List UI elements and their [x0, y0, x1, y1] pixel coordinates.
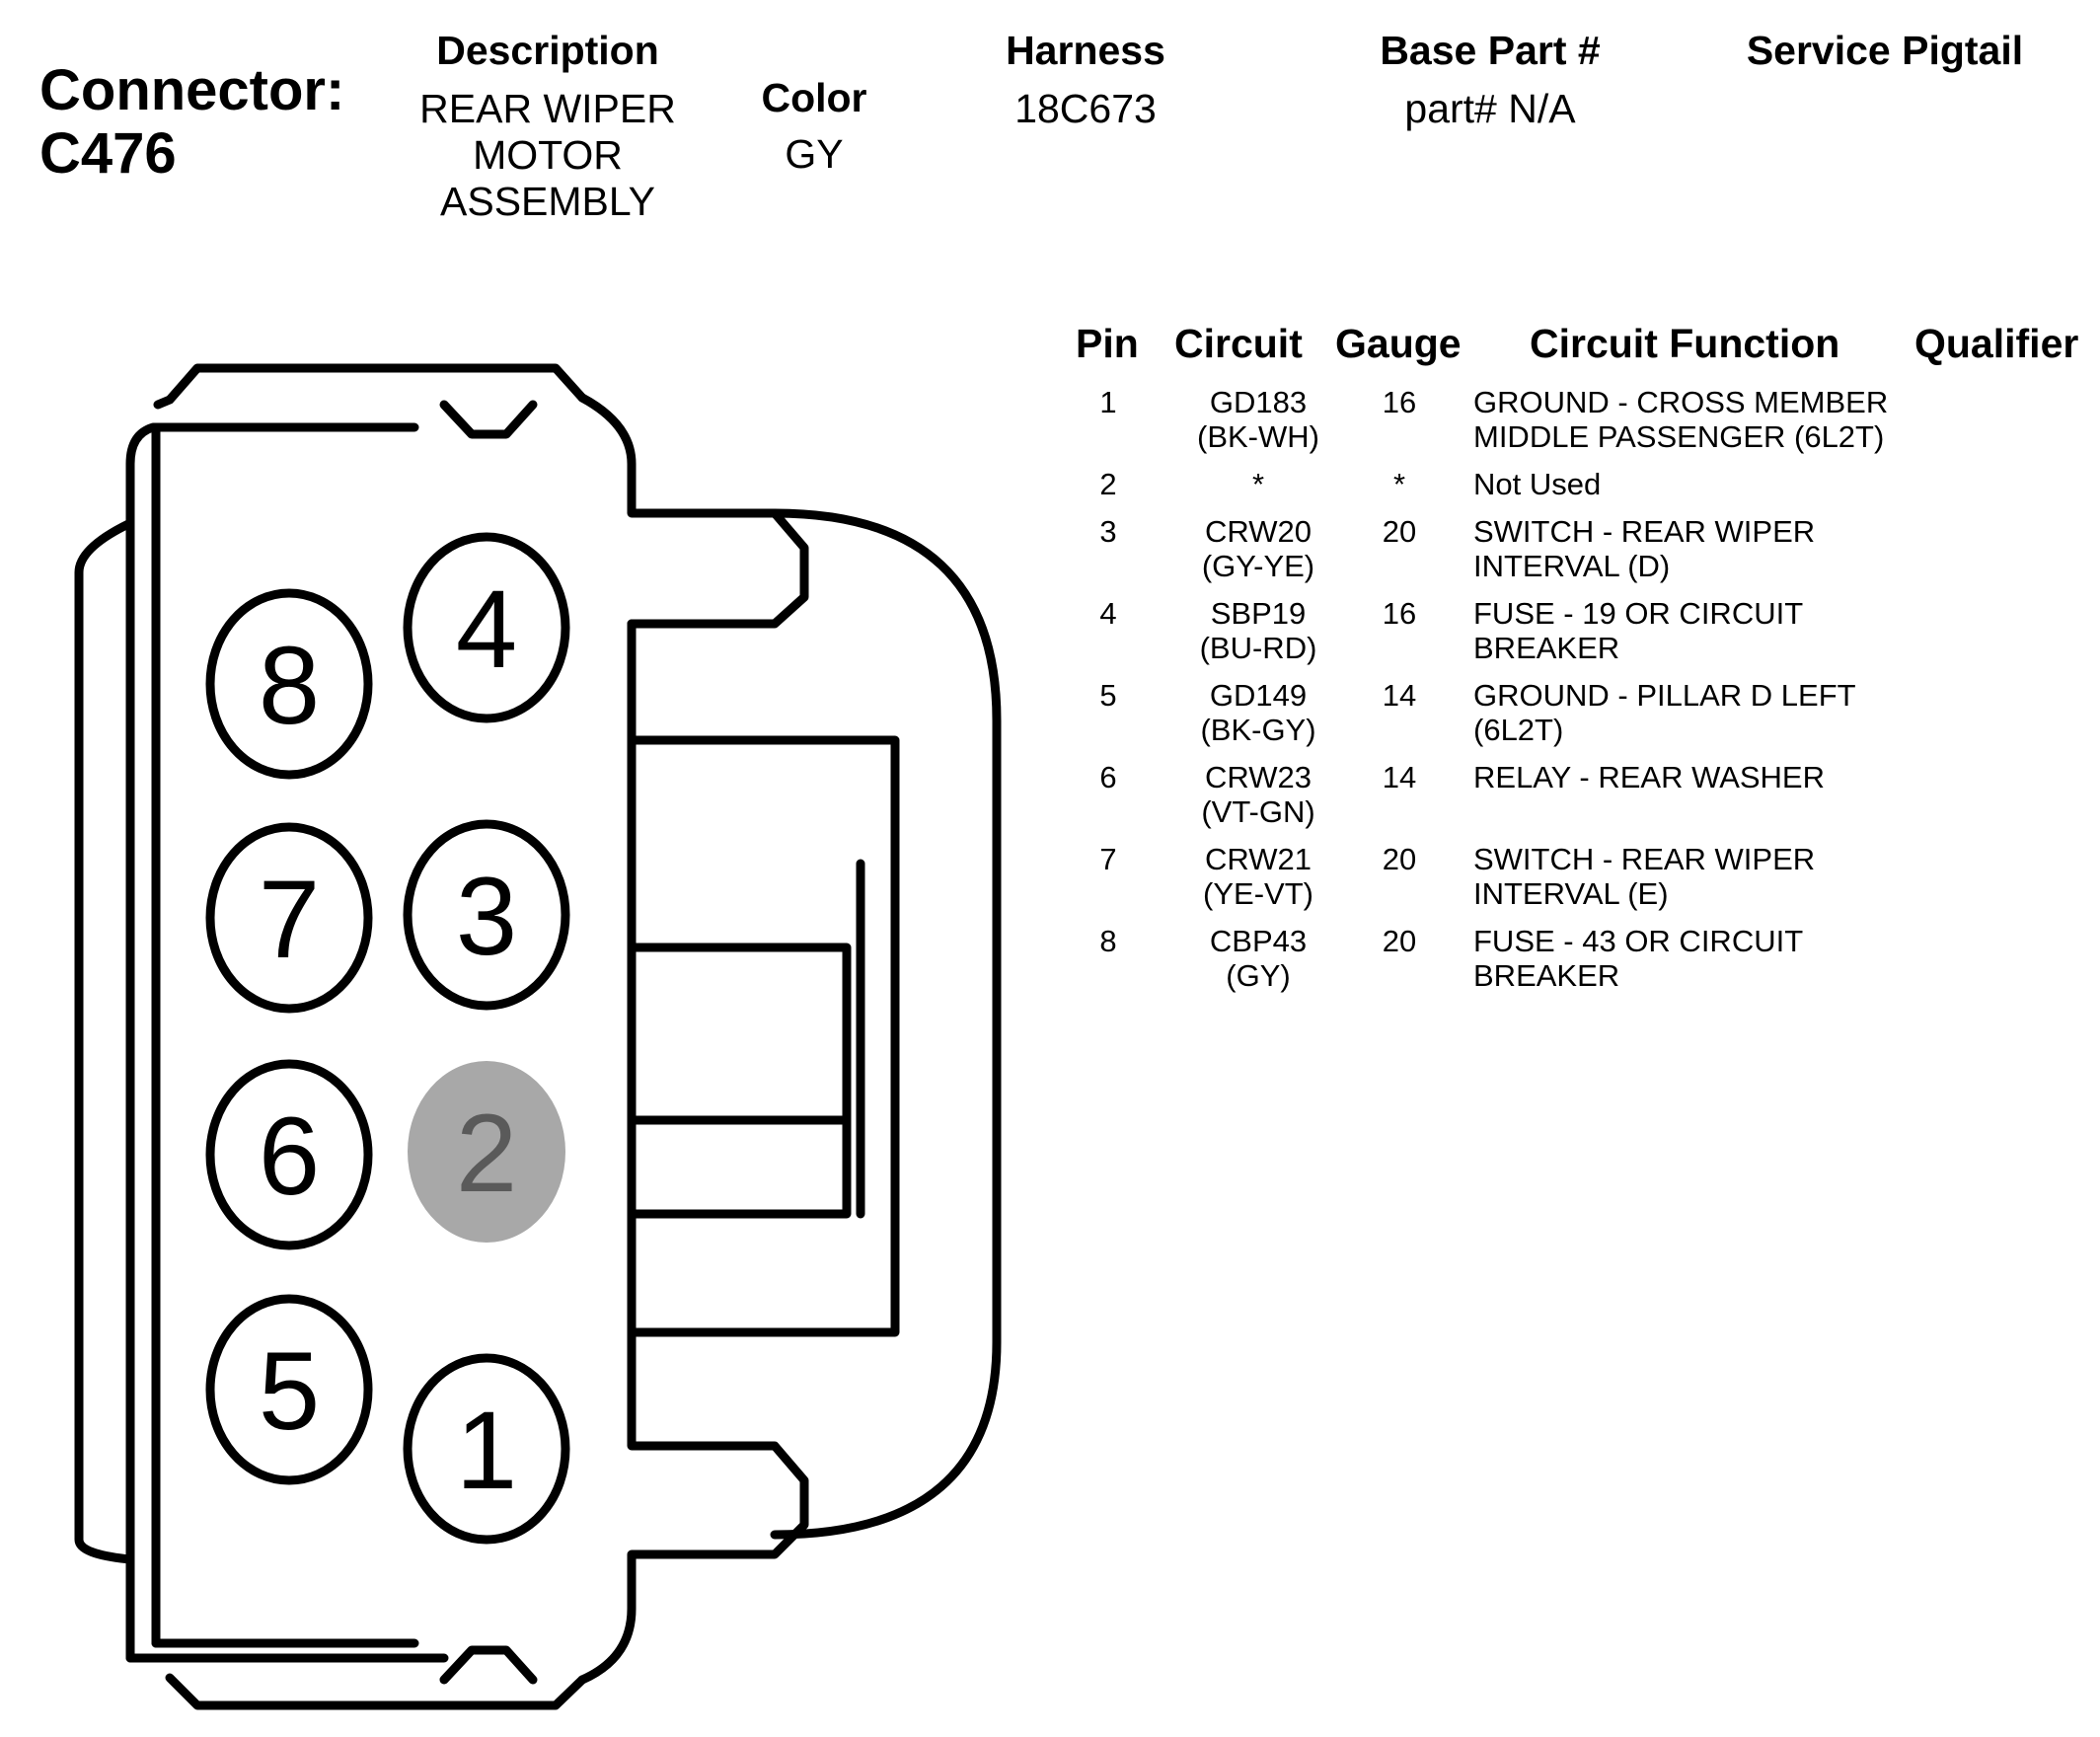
- circuit-cell: *: [1251, 467, 1265, 501]
- color-value: GY: [785, 131, 844, 177]
- pin-number-label: 2: [456, 1092, 517, 1215]
- pin-column-header: Pin: [1076, 321, 1139, 366]
- pin-number-cell: 1: [1099, 385, 1117, 419]
- pin-number-label: 8: [259, 624, 320, 747]
- description-line: MOTOR: [473, 132, 623, 178]
- pin-number-label: 4: [456, 567, 517, 691]
- housing-outline: [153, 363, 587, 410]
- pin-number-cell: 5: [1099, 678, 1117, 713]
- pin-number-label: 1: [456, 1389, 517, 1512]
- gauge-column-header: Gauge: [1335, 321, 1462, 366]
- pin-cavity: [205, 1294, 373, 1485]
- pin-number-label: 3: [456, 855, 517, 978]
- function-column-header: Circuit Function: [1530, 321, 1840, 366]
- service-pigtail-block: Service Pigtail: [1717, 28, 2053, 86]
- pin-cavities: 1 2 3 4 5 6 7 8: [205, 532, 570, 1545]
- pin-number-label: 5: [259, 1329, 320, 1453]
- base-part-value: part# N/A: [1404, 86, 1576, 131]
- pin-number-cell: 3: [1099, 514, 1117, 549]
- base-part-block: Base Part # part# N/A: [1342, 28, 1638, 132]
- base-part-header: Base Part #: [1380, 28, 1601, 73]
- pin-cavity: [205, 1059, 373, 1250]
- pin-number-cell: 4: [1099, 596, 1117, 631]
- harness-block: Harness 18C673: [977, 28, 1194, 132]
- description-line: REAR WIPER: [419, 86, 676, 131]
- gauge-cell: 20: [1382, 514, 1417, 549]
- pin-number-cell: 7: [1099, 842, 1117, 876]
- connector-label: Connector: C476: [39, 59, 344, 186]
- pin-number-label: 7: [259, 858, 320, 981]
- circuit-function-cell: Not Used: [1473, 467, 1602, 501]
- housing-outline: [439, 400, 538, 439]
- circuit-cell: CBP43(GY): [1209, 924, 1308, 993]
- pin-number-cell: 6: [1099, 760, 1117, 794]
- circuit-cell: GD183(BK-WH): [1197, 385, 1319, 454]
- housing-outline: [577, 393, 809, 629]
- housing-outline: [125, 422, 419, 1663]
- housing-outline: [627, 943, 852, 1219]
- service-pigtail-header: Service Pigtail: [1746, 28, 2024, 73]
- harness-value: 18C673: [1014, 86, 1157, 131]
- circuit-cell: CRW23(VT-GN): [1201, 760, 1315, 829]
- circuit-column-header: Circuit: [1174, 321, 1303, 366]
- gauge-cell: *: [1392, 467, 1406, 501]
- gauge-cell: 16: [1382, 385, 1417, 419]
- qualifier-column-header: Qualifier: [1914, 321, 2079, 366]
- pin-cavity: [403, 532, 570, 723]
- pin-cavity: [205, 822, 373, 1014]
- circuit-cell: CRW21(YE-VT): [1203, 842, 1313, 911]
- gauge-cell: 20: [1382, 842, 1417, 876]
- color-header: Color: [761, 75, 867, 120]
- pin-number-cell: 2: [1099, 467, 1117, 501]
- gauge-cell: 16: [1382, 596, 1417, 631]
- gauge-cell: 20: [1382, 924, 1417, 958]
- pin-cavity-unused: [408, 1061, 565, 1243]
- connector-id: C476: [39, 121, 177, 186]
- connector-face-diagram: 1 2 3 4 5 6 7 8: [74, 363, 1002, 1710]
- housing-outline: [770, 508, 1002, 1540]
- pin-number-cell: 8: [1099, 924, 1117, 958]
- gauge-cell: 14: [1382, 678, 1417, 713]
- pin-cavity: [403, 1353, 570, 1545]
- housing-outline: [165, 1673, 587, 1710]
- circuit-cell: SBP19(BU-RD): [1199, 596, 1317, 665]
- housing-outline: [627, 619, 900, 1426]
- pin-cavity: [403, 819, 570, 1011]
- circuit-cell: GD149(BK-GY): [1200, 678, 1316, 747]
- description-block: Description REAR WIPER MOTOR ASSEMBLY: [395, 28, 701, 225]
- circuit-function-cell: RELAY - REAR WASHER: [1473, 760, 1826, 794]
- description-line: ASSEMBLY: [440, 179, 655, 224]
- harness-header: Harness: [1006, 28, 1165, 73]
- housing-outline: [577, 1416, 809, 1685]
- gauge-cell: 14: [1382, 760, 1417, 794]
- pin-cavity: [205, 588, 373, 780]
- connector-housing: [74, 363, 1002, 1710]
- circuit-cell: CRW20(GY-YE): [1201, 514, 1315, 583]
- description-header: Description: [436, 28, 659, 73]
- circuit-function-cell: GROUND - PILLAR D LEFT(6L2T): [1473, 678, 1856, 747]
- description-value: REAR WIPER MOTOR ASSEMBLY: [395, 86, 701, 225]
- color-block: Color GY: [735, 75, 893, 178]
- housing-outline: [439, 1645, 538, 1685]
- housing-outline: [74, 518, 135, 1564]
- pin-number-label: 6: [259, 1095, 320, 1218]
- housing-outline: [125, 1638, 449, 1663]
- connector-label-text: Connector:: [39, 58, 345, 122]
